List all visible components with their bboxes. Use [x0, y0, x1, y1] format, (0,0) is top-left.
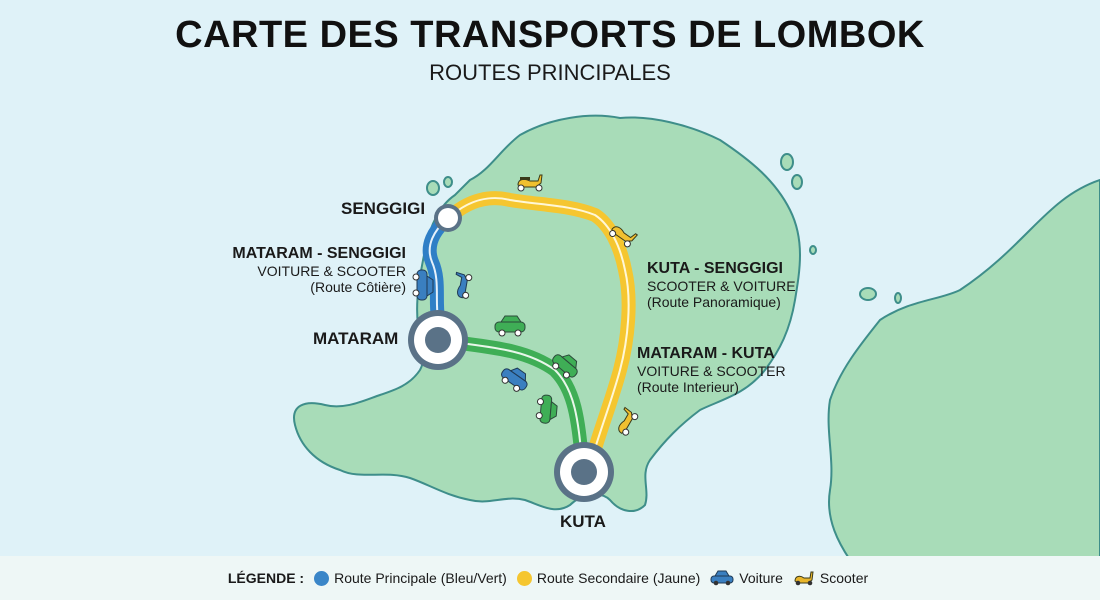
- legend-item-main-route: Route Principale (Bleu/Vert): [314, 570, 507, 586]
- route-modes: SCOOTER & VOITURE: [647, 278, 796, 295]
- scooter-icon: [618, 406, 639, 436]
- scooter-icon: [517, 174, 543, 192]
- city-label-mataram: MATARAM: [313, 329, 399, 348]
- legend-title: LÉGENDE :: [227, 570, 305, 586]
- yellow-dot-icon: [516, 570, 532, 586]
- route-title: MATARAM - KUTA: [637, 345, 775, 362]
- legend: LÉGENDE : Route Principale (Bleu/Vert) R…: [0, 556, 1100, 600]
- legend-label: Route Principale (Bleu/Vert): [334, 570, 507, 586]
- legend-item-car: Voiture: [710, 570, 783, 586]
- legend-label: Voiture: [739, 570, 783, 586]
- car-icon: [412, 269, 434, 301]
- legend-label: Scooter: [819, 570, 869, 586]
- lombok-island: [293, 114, 801, 512]
- route-label-kuta-senggigi: KUTA - SENGGIGI SCOOTER & VOITURE (Route…: [647, 260, 847, 311]
- car-icon: [501, 367, 528, 392]
- node-kuta: [554, 442, 614, 502]
- car-icon: [710, 570, 734, 586]
- sumbawa-island: [827, 178, 1100, 561]
- node-senggigi: [434, 204, 462, 232]
- route-type: (Route Interieur): [637, 379, 739, 396]
- route-type: (Route Panoramique): [647, 294, 781, 311]
- blue-dot-icon: [314, 570, 330, 586]
- route-type: (Route Côtière): [310, 279, 406, 296]
- legend-label: Route Secondaire (Jaune): [536, 570, 701, 586]
- car-icon: [552, 354, 578, 379]
- route-label-mataram-kuta: MATARAM - KUTA VOITURE & SCOOTER (Route …: [637, 345, 837, 396]
- route-modes: VOITURE & SCOOTER: [257, 263, 406, 280]
- page-subtitle: ROUTES PRINCIPALES: [429, 60, 671, 85]
- scooter-icon: [455, 271, 473, 299]
- legend-item-secondary-route: Route Secondaire (Jaune): [516, 570, 701, 586]
- route-title: KUTA - SENGGIGI: [647, 260, 783, 277]
- route-label-mataram-senggigi: MATARAM - SENGGIGI VOITURE & SCOOTER (Ro…: [200, 245, 406, 296]
- scooter-icon: [794, 571, 814, 586]
- scooter-icon: [609, 226, 639, 248]
- city-label-senggigi: SENGGIGI: [341, 199, 426, 218]
- page-title: CARTE DES TRANSPORTS DE LOMBOK: [175, 14, 925, 56]
- route-modes: VOITURE & SCOOTER: [637, 363, 786, 380]
- node-mataram: [408, 310, 468, 370]
- car-icon: [535, 394, 558, 424]
- car-icon: [494, 315, 526, 337]
- route-title: MATARAM - SENGGIGI: [232, 245, 406, 262]
- city-label-kuta: KUTA: [560, 512, 606, 531]
- legend-item-scooter: Scooter: [793, 570, 868, 586]
